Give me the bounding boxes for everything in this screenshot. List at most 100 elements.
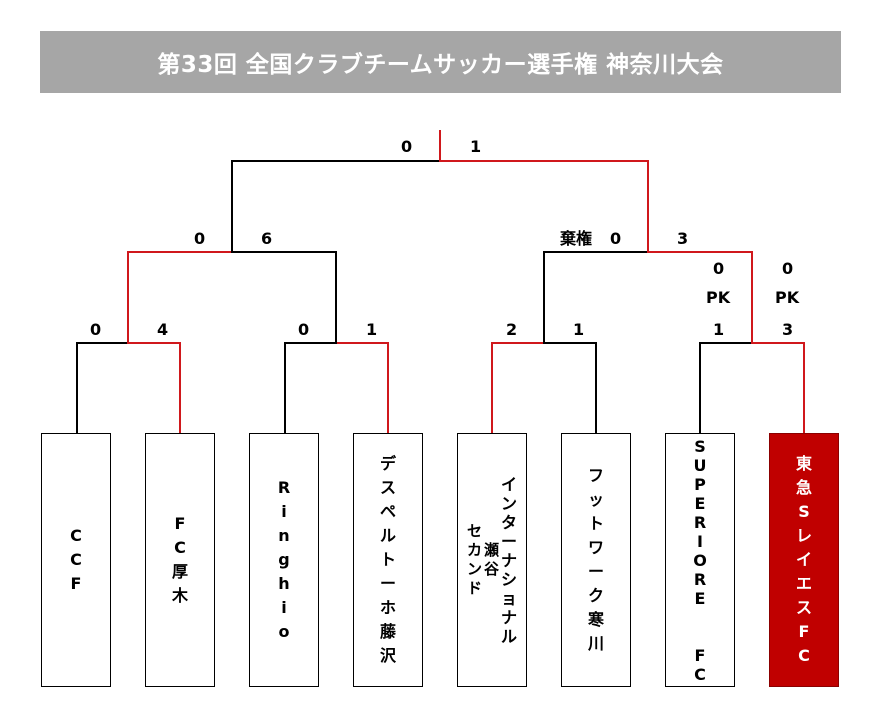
team-box-desperto-fujisawa: デスペルトーホ藤沢 [353, 433, 423, 687]
team-name-char: デ [379, 454, 396, 473]
team-name-char: 東 [795, 454, 812, 473]
team-name-char: R [693, 569, 707, 589]
bracket-line-footwork [543, 342, 597, 434]
team-name-char: ョ [501, 588, 518, 608]
team-name-char: C [70, 550, 82, 569]
team-name-char: イ [795, 550, 812, 569]
team-name-char: ー [501, 531, 518, 551]
team-name-char: E [694, 588, 706, 608]
team-name-char: i [281, 598, 287, 617]
team-name-char: ン [501, 493, 518, 513]
team-name-char: ト [587, 514, 604, 533]
team-name-char: F [174, 514, 186, 533]
sf1-score-left: 0 [194, 229, 206, 248]
team-name-char: エ [795, 574, 812, 593]
bracket-line-sf2-left [543, 251, 649, 344]
r1-m1-score-left: 0 [90, 320, 102, 339]
team-name-char: S [798, 502, 810, 521]
team-name-char: ス [795, 598, 812, 617]
bracket-line-ringhio [284, 342, 337, 434]
team-name-char: ク [587, 586, 604, 605]
team-name-char: o [278, 622, 290, 641]
team-name-char: n [278, 526, 290, 545]
r4-pk-label-right: PK [775, 288, 800, 307]
team-name-char: ホ [379, 598, 396, 617]
team-name-char: ー [379, 574, 396, 593]
team-name-char: O [693, 550, 707, 570]
bracket-line-tokyu [751, 342, 805, 434]
r1-m3-score-left: 2 [506, 320, 518, 339]
team-name-char: U [693, 455, 707, 475]
team-name-char: R [693, 512, 707, 532]
r1-m2-score-right: 1 [366, 320, 378, 339]
r1-m3-score-right: 1 [573, 320, 585, 339]
team-name-char: 沢 [379, 646, 396, 665]
r1-m1-score-right: 4 [157, 320, 169, 339]
team-name-char: ル [379, 526, 396, 545]
team-name-char: F [70, 574, 82, 593]
r4-main-score-right: 0 [782, 259, 794, 278]
team-name-char: ス [379, 478, 396, 497]
team-name-spacer [697, 608, 703, 627]
final-score-right: 1 [470, 137, 482, 156]
team-name-column: セカンド [467, 522, 482, 598]
team-name-char: レ [795, 526, 812, 545]
sf2-score-right: 3 [677, 229, 689, 248]
sf1-score-right: 6 [261, 229, 273, 248]
team-name-spacer [697, 627, 703, 646]
team-name-char: i [281, 502, 287, 521]
bracket-line-sf2-right [647, 251, 753, 344]
r1-m2-score-left: 0 [298, 320, 310, 339]
r1-m4-score-right: 3 [782, 320, 794, 339]
team-name-char: ン [466, 560, 482, 578]
team-name-char: セ [466, 522, 482, 540]
team-name-char: フ [587, 466, 604, 485]
team-name-char: C [70, 526, 82, 545]
team-name-char: C [174, 538, 186, 557]
team-name-char: ド [466, 579, 482, 597]
team-name-column: フットワーク寒川 [588, 464, 604, 656]
tournament-title: 第33回 全国クラブチームサッカー選手権 神奈川大会 [157, 52, 724, 78]
team-name-char: 川 [587, 634, 604, 653]
team-name-char: F [694, 645, 706, 665]
team-name-char: R [277, 478, 291, 497]
team-name-char: 寒 [587, 610, 604, 629]
team-name-char: 厚 [171, 562, 188, 581]
team-name-char: I [697, 531, 703, 551]
sf2-score-left: 0 [610, 229, 622, 248]
team-name-column: インターナショナル [501, 475, 517, 646]
team-name-char: 急 [795, 478, 812, 497]
team-name-char: S [694, 436, 706, 456]
team-name-char: カ [466, 541, 482, 559]
team-name-char: 藤 [379, 622, 396, 641]
bracket-line-final-left [231, 160, 441, 253]
sf2-forfeit-label: 棄権 [560, 229, 593, 248]
team-name-char: ト [379, 550, 396, 569]
team-name-char: 瀬 [483, 541, 499, 559]
team-name-char: イ [501, 474, 518, 494]
team-name-char: P [694, 474, 706, 494]
bracket-line-superiore [699, 342, 753, 434]
team-name-char: ー [587, 562, 604, 581]
r4-main-score-left: 0 [713, 259, 725, 278]
bracket-line-international [491, 342, 545, 434]
bracket-line-sf1-right [231, 251, 337, 344]
bracket-line-fc-atsugi [127, 342, 181, 434]
r1-m4-score-left: 1 [713, 320, 725, 339]
bracket-line-final-right [439, 160, 649, 253]
team-name-char: ナ [501, 607, 518, 627]
team-name-char: シ [501, 569, 518, 589]
team-name-char: C [798, 646, 810, 665]
bracket-line-sf1-left [127, 251, 233, 344]
bracket-line-ccf [76, 342, 129, 434]
team-name-char: E [694, 493, 706, 513]
team-name-column: デスペルトーホ藤沢 [380, 452, 396, 668]
